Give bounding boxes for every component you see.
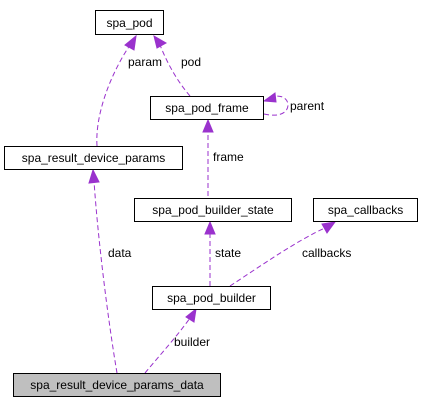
edge-label-state: state [215,246,241,260]
edge-frame: frame [202,118,244,196]
edge-label-param: param [128,55,162,69]
node-label-spa-result-device-params-data: spa_result_device_params_data [30,378,204,392]
node-label-spa-pod-frame: spa_pod_frame [165,101,249,115]
node-label-spa-pod: spa_pod [106,16,152,30]
edge-builder: builder [144,307,210,374]
edge-label-pod: pod [181,55,201,69]
node-label-spa-callbacks: spa_callbacks [328,203,403,217]
node-spa-pod-builder-state[interactable]: spa_pod_builder_state [134,198,292,222]
node-label-spa-pod-builder: spa_pod_builder [167,291,256,305]
edge-state: state [204,220,241,286]
node-spa-pod[interactable]: spa_pod [95,10,164,35]
node-spa-result-device-params-data[interactable]: spa_result_device_params_data [13,373,221,397]
edge-data: data [88,168,132,374]
edge-label-callbacks: callbacks [302,246,351,260]
node-spa-callbacks[interactable]: spa_callbacks [313,198,418,222]
edge-label-frame: frame [213,150,244,164]
node-spa-pod-frame[interactable]: spa_pod_frame [150,96,264,120]
node-label-spa-pod-builder-state: spa_pod_builder_state [152,203,274,217]
edge-label-data: data [108,246,132,260]
node-label-spa-result-device-params: spa_result_device_params [22,151,165,165]
edge-pod: pod [153,34,201,97]
edge-label-builder: builder [174,335,210,349]
edge-label-parent: parent [290,99,325,113]
node-spa-pod-builder[interactable]: spa_pod_builder [152,286,271,310]
node-spa-result-device-params[interactable]: spa_result_device_params [4,146,183,170]
edge-callbacks: callbacks [229,221,351,287]
edge-param: param [96,34,162,147]
edge-parent: parent [262,92,325,116]
